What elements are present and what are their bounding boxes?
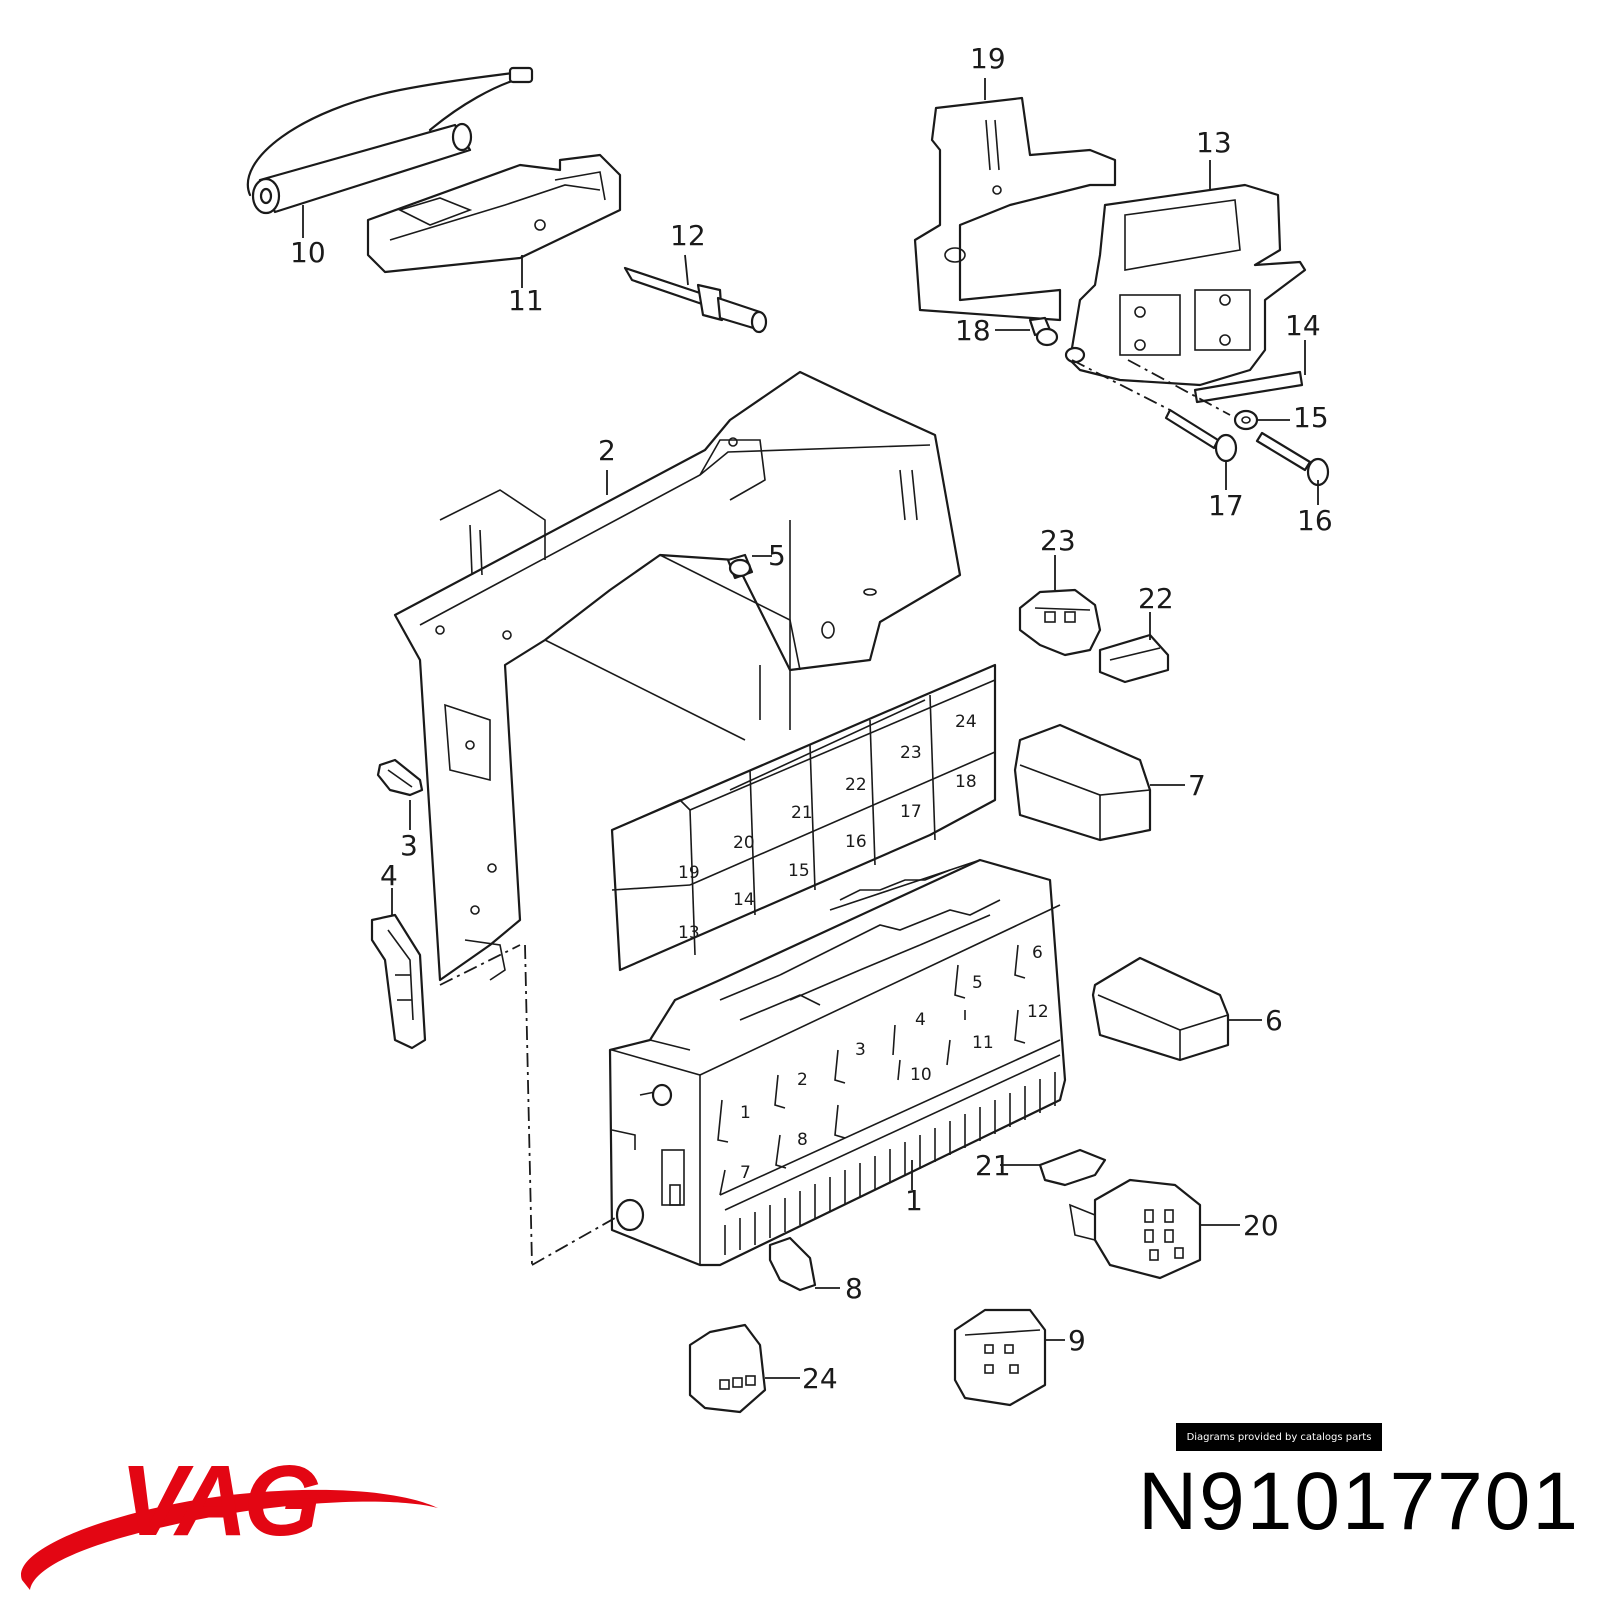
callout-12: 12 <box>670 219 706 252</box>
part-20-socket <box>1068 1178 1202 1280</box>
leader-lines <box>302 78 1319 1379</box>
callout-11: 11 <box>508 284 544 317</box>
part-13-relay-housing <box>1064 183 1307 387</box>
callout-13: 13 <box>1196 126 1232 159</box>
relay-slot-24: 24 <box>955 712 977 732</box>
fuse-slot-4: 4 <box>915 1010 926 1030</box>
part-22-connector <box>1098 633 1170 684</box>
part-17-screw <box>1164 408 1238 463</box>
part-10-cylinder-sensor <box>246 66 534 215</box>
callout-18: 18 <box>955 314 991 347</box>
relay-slot-21: 21 <box>791 803 813 823</box>
logo-swoosh <box>21 1489 438 1590</box>
part-21-connector <box>1038 1148 1107 1187</box>
part-1-fuse-relay-box <box>608 858 1067 1267</box>
callout-24: 24 <box>802 1362 838 1395</box>
callout-9: 9 <box>1068 1324 1086 1357</box>
relay-block <box>610 663 997 972</box>
part-23-connector <box>1018 588 1102 657</box>
part-15-washer <box>1233 409 1259 431</box>
logo-text: VAG <box>120 1445 318 1557</box>
part-number: N91017701 <box>1137 1456 1580 1547</box>
relay-slot-16: 16 <box>845 832 867 852</box>
callout-2: 2 <box>598 434 616 467</box>
callout-14: 14 <box>1285 309 1321 342</box>
callout-labels: 10 11 12 19 13 14 15 16 17 18 2 5 3 4 23… <box>290 42 1333 1395</box>
relay-slot-13: 13 <box>678 923 700 943</box>
fuse-slot-6: 6 <box>1032 943 1043 963</box>
part-4-bracket-clip <box>370 913 427 1050</box>
part-7-relay <box>1013 723 1152 842</box>
fuse-slot-2: 2 <box>797 1070 808 1090</box>
fuse-slot-3: 3 <box>855 1040 866 1060</box>
part-5-nut <box>726 553 754 580</box>
callout-6: 6 <box>1265 1004 1283 1037</box>
callout-23: 23 <box>1040 524 1076 557</box>
callout-16: 16 <box>1297 504 1333 537</box>
part-8-clip <box>768 1236 817 1292</box>
relay-slot-20: 20 <box>733 833 755 853</box>
part-19-bracket <box>913 96 1117 322</box>
callout-19: 19 <box>970 42 1006 75</box>
part-16-screw <box>1255 431 1330 487</box>
fuse-slot-12: 12 <box>1027 1002 1049 1022</box>
relay-slot-23: 23 <box>900 743 922 763</box>
fuse-slot-7: 7 <box>740 1163 751 1183</box>
callout-17: 17 <box>1208 489 1244 522</box>
part-24-connector <box>688 1323 767 1414</box>
relay-slot-18: 18 <box>955 772 977 792</box>
relay-slot-19: 19 <box>678 863 700 883</box>
part-18-nut <box>1028 316 1059 347</box>
diagram-credit: Diagrams provided by catalogs parts <box>1176 1423 1382 1451</box>
fuse-slot-11: 11 <box>972 1033 994 1053</box>
part-3-clip <box>376 758 424 797</box>
relay-slot-22: 22 <box>845 775 867 795</box>
relay-slot-15: 15 <box>788 861 810 881</box>
fuse-slot-1: 1 <box>740 1103 751 1123</box>
callout-8: 8 <box>845 1272 863 1305</box>
part-2-carrier-frame <box>393 370 962 982</box>
callout-10: 10 <box>290 236 326 269</box>
part-12-pin <box>623 266 768 334</box>
callout-7: 7 <box>1188 769 1206 802</box>
part-11-holder <box>366 153 622 274</box>
fuse-slot-labels: 1 2 3 4 5 6 7 8 10 11 12 <box>740 943 1049 1183</box>
relay-slot-14: 14 <box>733 890 755 910</box>
callout-21: 21 <box>975 1149 1011 1182</box>
callout-5: 5 <box>768 539 786 572</box>
part-14-strip <box>1193 370 1304 404</box>
callout-1: 1 <box>905 1184 923 1217</box>
callout-15: 15 <box>1293 401 1329 434</box>
relay-slot-17: 17 <box>900 802 922 822</box>
callout-3: 3 <box>400 829 418 862</box>
callout-4: 4 <box>380 859 398 892</box>
fuse-slot-5: 5 <box>972 973 983 993</box>
relay-slot-labels: 19 20 21 22 23 24 13 14 15 16 17 18 <box>678 712 977 943</box>
callout-22: 22 <box>1138 582 1174 615</box>
vag-logo: VAG <box>21 1445 438 1590</box>
part-9-socket <box>953 1308 1047 1407</box>
callout-20: 20 <box>1243 1209 1279 1242</box>
part-6-relay <box>1091 956 1230 1062</box>
fuse-slot-8: 8 <box>797 1130 808 1150</box>
fuse-slot-10: 10 <box>910 1065 932 1085</box>
